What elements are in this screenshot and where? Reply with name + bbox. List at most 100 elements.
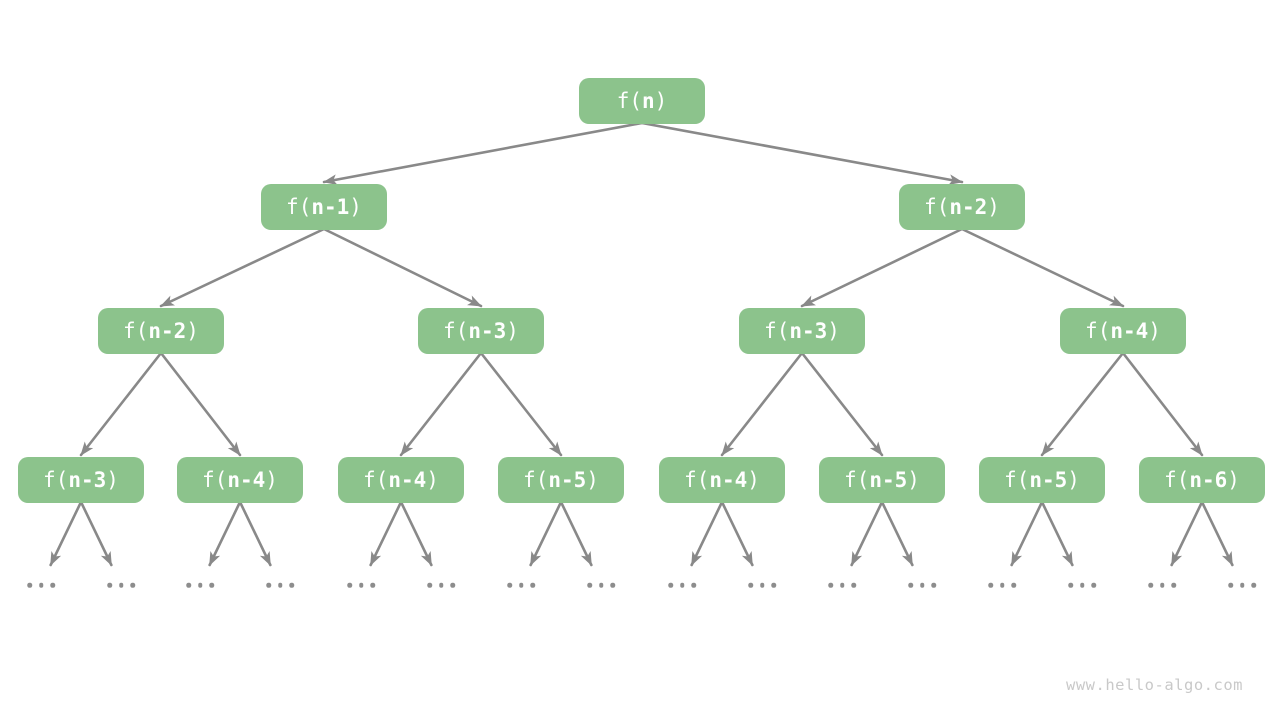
ellipsis-icon bbox=[1148, 582, 1176, 588]
edge-arrow bbox=[322, 121, 644, 185]
node-label-suffix: ) bbox=[907, 467, 920, 492]
node-label-prefix: f( bbox=[924, 194, 950, 219]
node-label-arg: n-5 bbox=[1029, 467, 1068, 492]
dot bbox=[748, 582, 753, 588]
dot bbox=[209, 582, 214, 588]
node-label-arg: n-3 bbox=[68, 467, 107, 492]
node-label-suffix: ) bbox=[987, 194, 1000, 219]
dot bbox=[438, 582, 444, 588]
node-label-suffix: ) bbox=[1227, 467, 1240, 492]
tree-node-lrl: f(n-4) bbox=[338, 457, 464, 503]
node-label-arg: n-2 bbox=[148, 318, 187, 343]
node-label-arg: n-1 bbox=[311, 194, 350, 219]
dot bbox=[1091, 582, 1096, 588]
ellipsis-icon bbox=[1068, 582, 1096, 588]
watermark: www.hello-algo.com bbox=[1066, 676, 1243, 694]
node-label-suffix: ) bbox=[506, 318, 519, 343]
ellipsis-icon bbox=[988, 582, 1016, 588]
dot bbox=[186, 582, 191, 588]
tree-node-rrl: f(n-5) bbox=[979, 457, 1105, 503]
dot bbox=[370, 582, 375, 588]
edge-arrow bbox=[159, 351, 242, 457]
edge-arrow bbox=[1170, 500, 1204, 567]
node-label-suffix: ) bbox=[106, 467, 119, 492]
ellipsis-icon bbox=[27, 582, 55, 588]
dot bbox=[1239, 582, 1245, 588]
dot bbox=[277, 582, 283, 588]
edge-arrow bbox=[850, 500, 884, 567]
ellipsis-icon bbox=[908, 582, 936, 588]
node-label-suffix: ) bbox=[349, 194, 362, 219]
node-label-prefix: f( bbox=[616, 88, 642, 113]
node-label-arg: n bbox=[641, 88, 655, 113]
node-label-arg: n-4 bbox=[1110, 318, 1149, 343]
dot bbox=[38, 582, 44, 588]
dot bbox=[197, 582, 203, 588]
node-label-suffix: ) bbox=[747, 467, 760, 492]
dot bbox=[759, 582, 765, 588]
dot bbox=[530, 582, 535, 588]
node-label-suffix: ) bbox=[426, 467, 439, 492]
edge-arrow bbox=[1200, 500, 1234, 567]
node-label-prefix: f( bbox=[523, 467, 549, 492]
node-label-arg: n-4 bbox=[388, 467, 427, 492]
node-label-suffix: ) bbox=[586, 467, 599, 492]
dot bbox=[1251, 582, 1256, 588]
dot bbox=[1079, 582, 1085, 588]
dot bbox=[358, 582, 364, 588]
edge-arrow bbox=[960, 227, 1125, 308]
edge-arrow bbox=[399, 351, 483, 457]
node-label-suffix: ) bbox=[265, 467, 278, 492]
ellipsis-icon bbox=[266, 582, 294, 588]
edge-arrow bbox=[690, 500, 724, 567]
ellipsis-icon bbox=[347, 582, 375, 588]
node-label-arg: n-4 bbox=[709, 467, 748, 492]
tree-node-rr: f(n-4) bbox=[1060, 308, 1186, 354]
ellipsis-icon bbox=[1228, 582, 1256, 588]
node-label-suffix: ) bbox=[1067, 467, 1080, 492]
ellipsis-icon bbox=[587, 582, 615, 588]
node-label-prefix: f( bbox=[443, 318, 469, 343]
node-label-arg: n-4 bbox=[227, 467, 266, 492]
node-label-prefix: f( bbox=[43, 467, 69, 492]
tree-node-rll: f(n-4) bbox=[659, 457, 785, 503]
node-label-prefix: f( bbox=[286, 194, 312, 219]
node-label-arg: n-2 bbox=[949, 194, 988, 219]
tree-node-rlr: f(n-5) bbox=[819, 457, 945, 503]
tree-node-lr: f(n-3) bbox=[418, 308, 544, 354]
node-label-arg: n-5 bbox=[548, 467, 587, 492]
dot bbox=[1228, 582, 1233, 588]
dot bbox=[999, 582, 1005, 588]
tree-node-root: f(n) bbox=[579, 78, 705, 124]
ellipsis-icon bbox=[748, 582, 776, 588]
edge-arrow bbox=[640, 121, 964, 185]
dot bbox=[130, 582, 135, 588]
node-label-prefix: f( bbox=[844, 467, 870, 492]
dot bbox=[266, 582, 271, 588]
node-label-arg: n-3 bbox=[789, 318, 828, 343]
dot bbox=[27, 582, 32, 588]
edge-arrow bbox=[79, 351, 163, 457]
dot bbox=[1011, 582, 1016, 588]
dot bbox=[427, 582, 432, 588]
node-label-suffix: ) bbox=[1148, 318, 1161, 343]
dot bbox=[598, 582, 604, 588]
dot bbox=[1148, 582, 1153, 588]
dot bbox=[1159, 582, 1165, 588]
node-label-prefix: f( bbox=[1164, 467, 1190, 492]
node-label-arg: n-6 bbox=[1189, 467, 1228, 492]
edge-arrow bbox=[720, 500, 754, 567]
dot bbox=[931, 582, 936, 588]
node-label-prefix: f( bbox=[1004, 467, 1030, 492]
edge-arrow bbox=[399, 500, 433, 567]
dot bbox=[107, 582, 112, 588]
node-label-prefix: f( bbox=[764, 318, 790, 343]
dot bbox=[118, 582, 124, 588]
node-label-prefix: f( bbox=[202, 467, 228, 492]
ellipsis-icon bbox=[186, 582, 214, 588]
edge-arrow bbox=[1040, 500, 1074, 567]
edge-arrow bbox=[800, 351, 884, 457]
edge-arrow bbox=[369, 500, 403, 567]
